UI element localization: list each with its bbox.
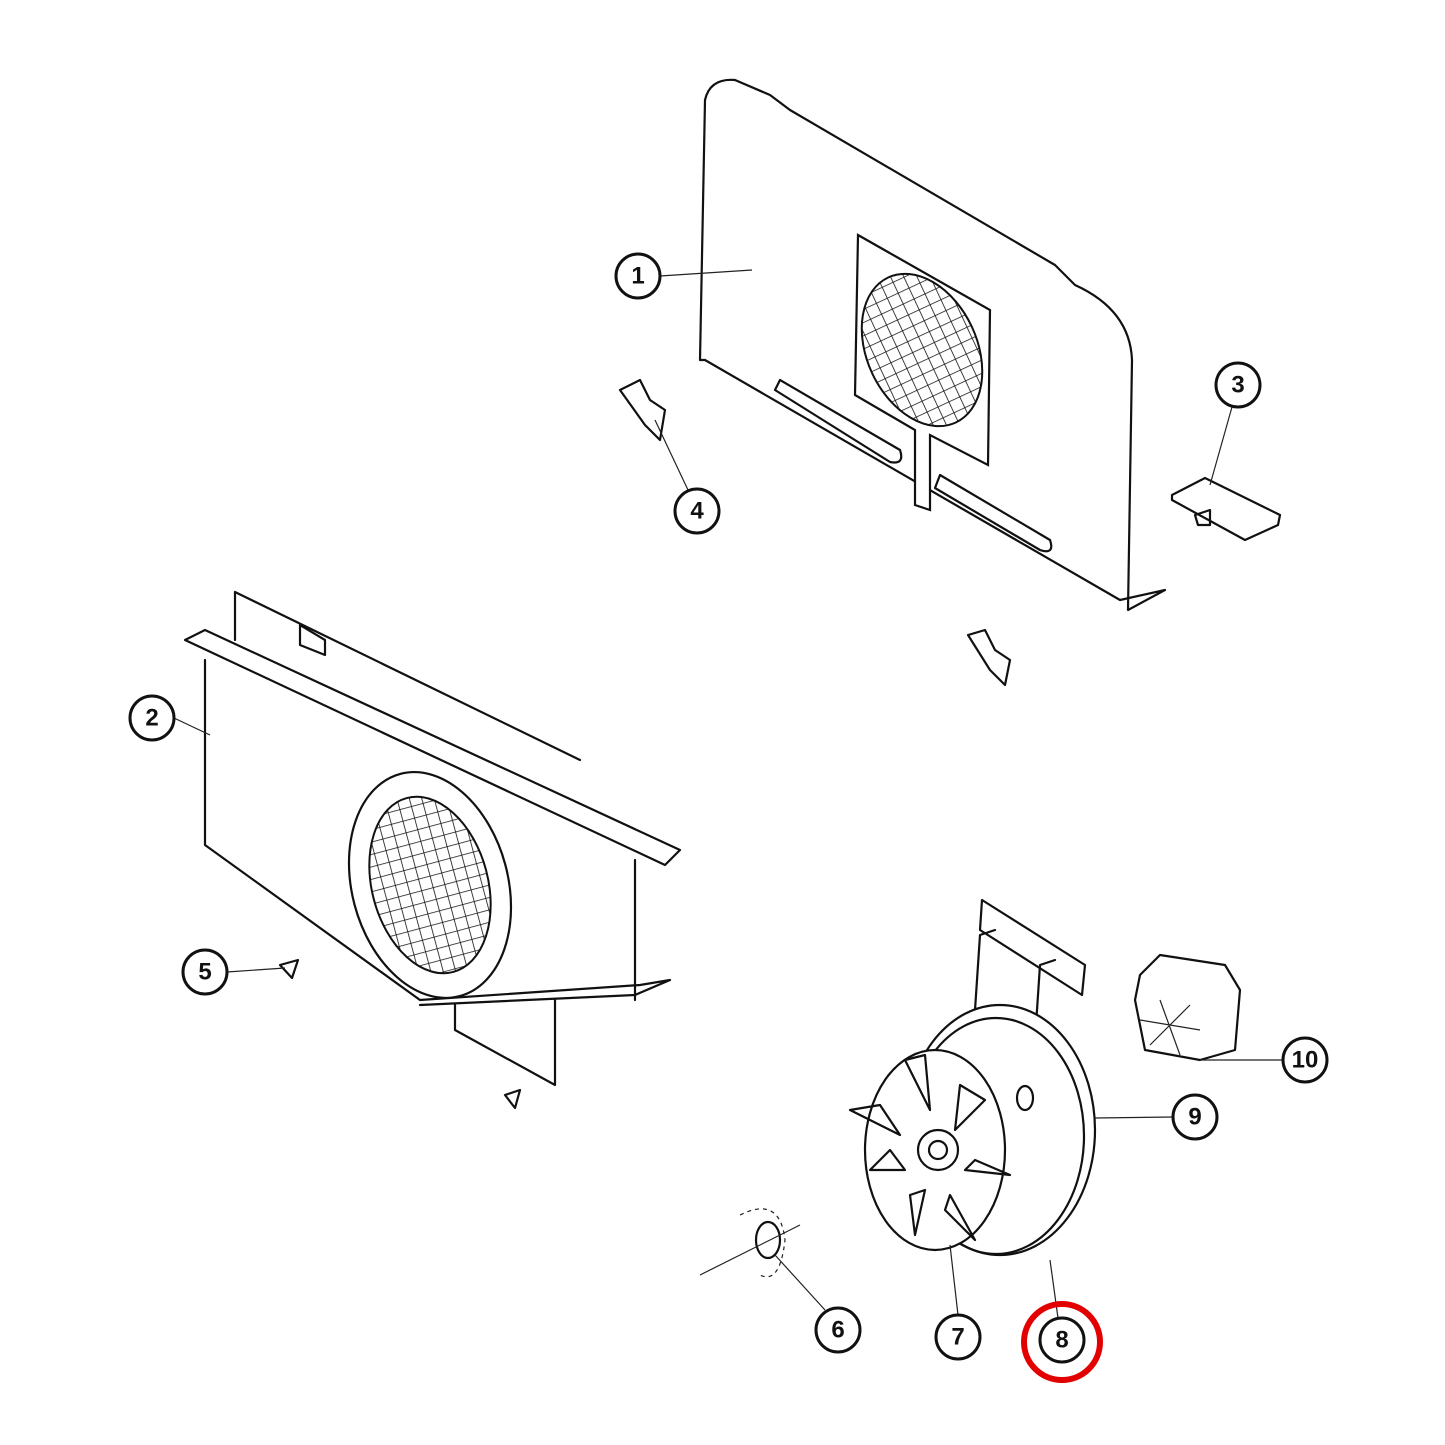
callout-1: 1 — [614, 252, 662, 300]
callout-3: 3 — [1214, 361, 1262, 409]
callout-6: 6 — [814, 1306, 862, 1354]
callout-label: 8 — [1055, 1327, 1068, 1354]
callout-4: 4 — [673, 487, 721, 535]
callout-10: 10 — [1281, 1036, 1329, 1084]
motor — [1133, 953, 1242, 1062]
callout-5: 5 — [181, 948, 229, 996]
callout-label: 1 — [631, 263, 644, 290]
callout-label: 4 — [690, 498, 704, 525]
callout-label: 10 — [1292, 1047, 1319, 1074]
callout-label: 9 — [1188, 1104, 1201, 1131]
callout-label: 2 — [145, 705, 158, 732]
callout-8: 8 — [1038, 1316, 1086, 1364]
fan-nut — [699, 1208, 801, 1278]
callout-label: 5 — [198, 959, 211, 986]
screw-lower — [503, 1088, 522, 1110]
callout-label: 3 — [1231, 372, 1244, 399]
callout-label: 7 — [951, 1324, 964, 1351]
fan-blade — [848, 1048, 1012, 1252]
callout-7: 7 — [934, 1313, 982, 1361]
wing-nut — [618, 378, 667, 442]
fan-housing — [183, 590, 682, 1087]
sensor-bracket — [1170, 476, 1282, 542]
wing-nut-lower — [966, 628, 1012, 687]
callout-label: 6 — [831, 1317, 844, 1344]
callout-9: 9 — [1171, 1093, 1219, 1141]
screw — [278, 958, 300, 980]
rear-baffle-panel — [698, 78, 1167, 612]
highlight-ring — [1021, 1301, 1103, 1383]
leader-lines — [173, 269, 1283, 1319]
callout-2: 2 — [128, 694, 176, 742]
